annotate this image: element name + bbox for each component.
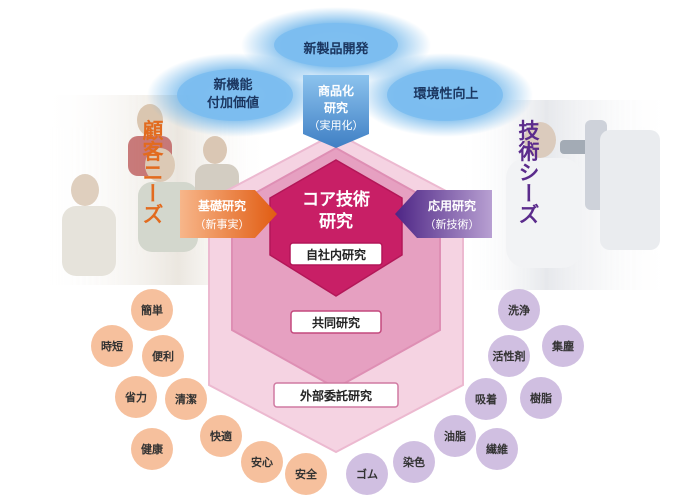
seeds-bubble: [393, 441, 435, 483]
seeds-bubble: [520, 377, 562, 419]
commercial-line2: 研究: [324, 100, 348, 115]
basic-research-arrow: 基礎研究 （新事実）: [180, 190, 277, 238]
needs-bubble: [165, 378, 207, 420]
seeds-bubble: [476, 428, 518, 470]
seeds-bubble: [465, 378, 507, 420]
joint-label: 共同研究: [312, 315, 360, 330]
new-function-line1: 新機能: [213, 77, 252, 93]
needs-bubble: [131, 289, 173, 331]
customer-needs-title: 顧客ニーズ: [140, 119, 164, 225]
seeds-bubble-label: 樹脂: [530, 391, 552, 405]
environment-label: 環境性向上: [413, 86, 478, 102]
in-house-label: 自社内研究: [306, 247, 366, 262]
commercial-line1: 商品化: [318, 83, 354, 98]
needs-bubble-label: 快適: [209, 429, 232, 443]
needs-bubble: [91, 325, 133, 367]
needs-bubble: [131, 428, 173, 470]
needs-bubble: [115, 376, 157, 418]
applied-research-line1: 応用研究: [428, 198, 476, 213]
needs-bubble-label: 省力: [124, 390, 147, 404]
seeds-bubble: [498, 289, 540, 331]
seeds-bubble-label: 染色: [403, 455, 425, 469]
joint-research-box: 共同研究: [290, 310, 382, 334]
photo-right-researcher: [460, 100, 675, 290]
needs-bubble: [285, 453, 327, 495]
outsourced-label: 外部委託研究: [300, 388, 372, 403]
seeds-bubble: [434, 415, 476, 457]
in-house-research-box: 自社内研究: [289, 242, 383, 266]
needs-bubble-label: 清潔: [175, 392, 197, 406]
technology-seeds-title: 技術シーズ: [516, 120, 541, 225]
cloud-group: [147, 7, 533, 137]
needs-bubble: [142, 335, 184, 377]
seeds-bubble-label: 繊維: [486, 442, 508, 456]
needs-bubble-label: 安心: [251, 455, 273, 469]
applied-research-line2: （新技術）: [425, 217, 480, 231]
needs-bubble-label: 便利: [152, 349, 174, 363]
needs-bubble-label: 時短: [101, 339, 123, 353]
basic-research-line1: 基礎研究: [197, 198, 246, 213]
needs-bubble-label: 安全: [295, 467, 318, 481]
commercial-line3: （実用化）: [309, 118, 364, 132]
seeds-bubble-label: 油脂: [444, 429, 466, 443]
new-function-line2: 付加価値: [207, 95, 259, 111]
new-product-label: 新製品開発: [303, 41, 369, 57]
applied-research-arrow: 応用研究 （新技術）: [395, 190, 492, 238]
commercial-research-box: 商品化 研究 （実用化）: [303, 75, 369, 148]
seeds-bubble-label: 吸着: [475, 392, 497, 406]
needs-bubble: [200, 415, 242, 457]
needs-bubble: [241, 441, 283, 483]
seeds-bubble: [488, 335, 530, 377]
seeds-bubble-label: 活性剤: [493, 349, 526, 363]
basic-research-line2: （新事実）: [195, 217, 250, 231]
outsourced-research-box: 外部委託研究: [273, 382, 399, 408]
seeds-bubble-label: 集塵: [551, 339, 574, 353]
needs-bubble-label: 簡単: [141, 303, 163, 317]
core-title-line1: コア技術: [302, 189, 370, 210]
seeds-bubble-label: 洗浄: [508, 303, 530, 317]
seeds-bubble: [542, 325, 584, 367]
needs-bubble-label: 健康: [141, 442, 164, 456]
core-title-line2: 研究: [319, 211, 353, 232]
seeds-bubble: [346, 453, 388, 495]
seeds-bubble-label: ゴム: [356, 467, 378, 481]
